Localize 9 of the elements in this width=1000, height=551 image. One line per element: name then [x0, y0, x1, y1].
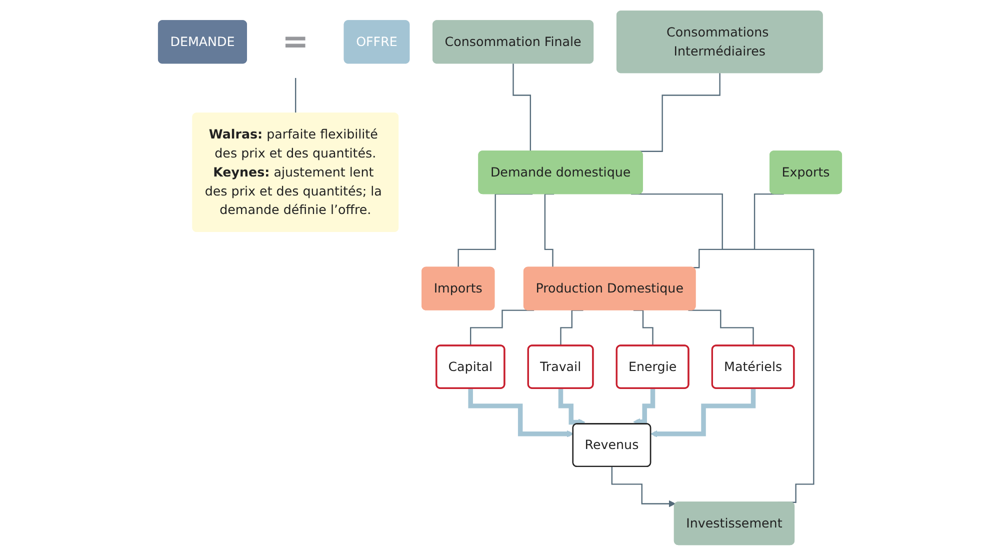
- node-text: =: [282, 24, 309, 60]
- connector: [633, 310, 654, 346]
- connector: [560, 310, 584, 346]
- connector: [458, 193, 533, 268]
- connector: [631, 193, 814, 503]
- connector: [295, 77, 296, 114]
- connector: [688, 310, 754, 346]
- connector: [470, 310, 534, 346]
- arrow: [611, 466, 676, 508]
